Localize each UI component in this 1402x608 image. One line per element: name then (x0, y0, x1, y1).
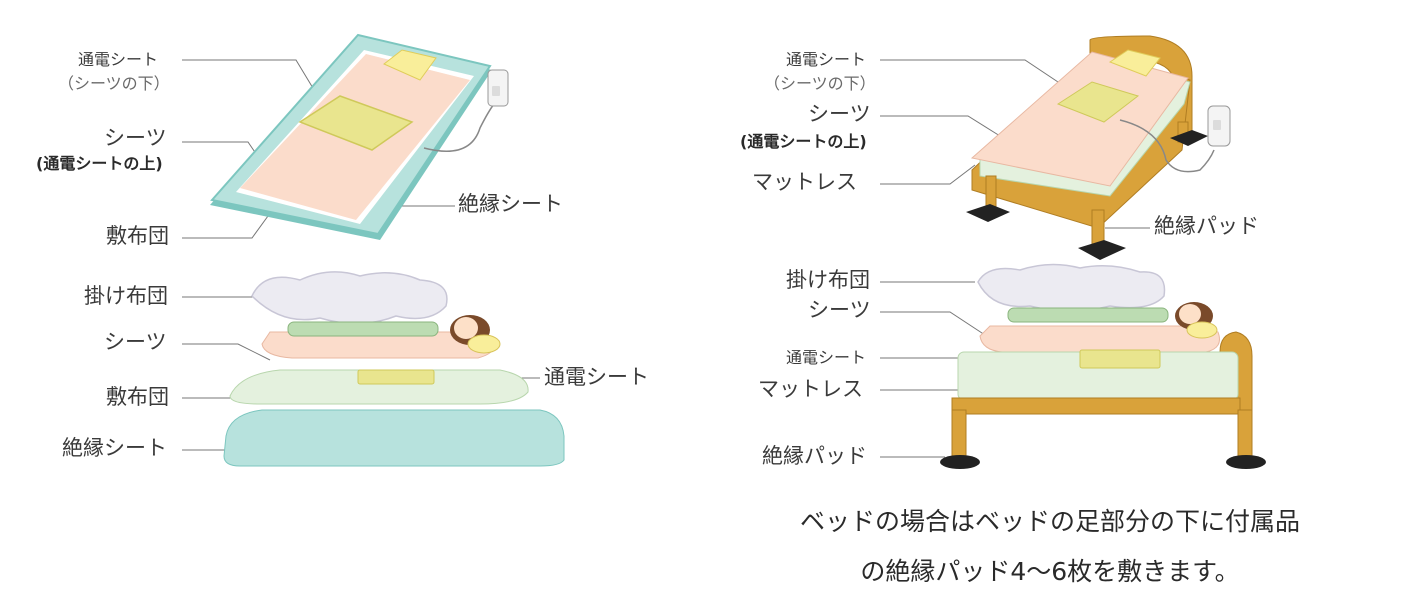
leader-bed-sheet-side (880, 311, 986, 336)
label-bed-insulation-pad-side: 絶縁パッド (762, 444, 867, 468)
label-heating-sheet: 通電シート (78, 50, 159, 69)
label-futon: 敷布団 (106, 224, 169, 248)
label-bed-heating-sheet: 通電シート (786, 50, 867, 69)
label-bed-mattress: マットレス (752, 170, 857, 194)
label-bed-sheet-side: シーツ (104, 330, 167, 354)
label-bed-sheet-note: (通電シートの上) (36, 154, 163, 173)
controller-cord (423, 103, 495, 152)
bed-side-view (940, 263, 1266, 469)
label-heating-sheet-note: （シーツの下） (58, 74, 170, 93)
bed-leg-2 (1237, 409, 1253, 459)
bed-leg-1 (951, 409, 967, 459)
label-bed-mattress-side: マットレス (758, 377, 863, 401)
bed-frame-rail (951, 397, 1241, 415)
caption-line-1: ベッドの場合はベッドの足部分の下に付属品 (799, 507, 1300, 536)
label-bed-heating-sheet-side: 通電シート (786, 348, 867, 367)
label-bed-heating-sheet-note: （シーツの下） (764, 74, 876, 93)
person-figure (287, 315, 501, 354)
insulation-sheet-side (223, 409, 565, 467)
leader-bed-sheet (880, 115, 1001, 137)
label-bed-sheet-note: (通電シートの上) (740, 132, 867, 151)
bed-sheet (970, 51, 1189, 187)
insulation-pad-1 (940, 455, 980, 469)
label-insulation-sheet: 絶縁シート (458, 192, 563, 216)
futon-side-view (223, 271, 565, 467)
controller-switch (1213, 120, 1221, 130)
controller-switch (492, 86, 500, 96)
insulation-pad-2 (1226, 455, 1266, 469)
quilt (251, 271, 448, 325)
label-quilt: 掛け布団 (84, 284, 168, 308)
heating-pad-side (357, 369, 435, 385)
futon-top-view (210, 33, 509, 240)
label-bed-sheet: シーツ (808, 102, 871, 126)
person-figure (1007, 302, 1218, 339)
heating-pad (298, 95, 414, 151)
label-futon-side: 敷布団 (106, 385, 169, 409)
label-bed-quilt: 掛け布団 (786, 268, 870, 292)
bed-sheet-side (979, 325, 1220, 353)
heating-pad (1056, 81, 1140, 123)
label-bed-sheet-side: シーツ (808, 298, 871, 322)
pillow (383, 49, 437, 81)
label-bed-sheet: シーツ (104, 126, 167, 150)
leader-bed-sheet-side (182, 343, 271, 361)
leader-bed-mattress (880, 164, 976, 185)
controller-cord (1119, 119, 1215, 173)
heating-pad-side (1079, 349, 1161, 369)
insulation-pad-3 (1170, 130, 1208, 146)
label-bed-insulation-pad: 絶縁パッド (1154, 214, 1259, 238)
insulation-pad-2 (1078, 240, 1126, 260)
futon-side (229, 369, 529, 405)
bed-top-view (966, 35, 1231, 260)
caption-line-2: の絶縁パッド4〜6枚を敷きます。 (860, 557, 1240, 586)
label-insulation-sheet-side: 絶縁シート (62, 436, 167, 460)
quilt (977, 263, 1166, 312)
insulation-pad-1 (966, 204, 1010, 222)
pillow (1108, 49, 1161, 77)
label-heating-sheet-side: 通電シート (544, 365, 649, 389)
